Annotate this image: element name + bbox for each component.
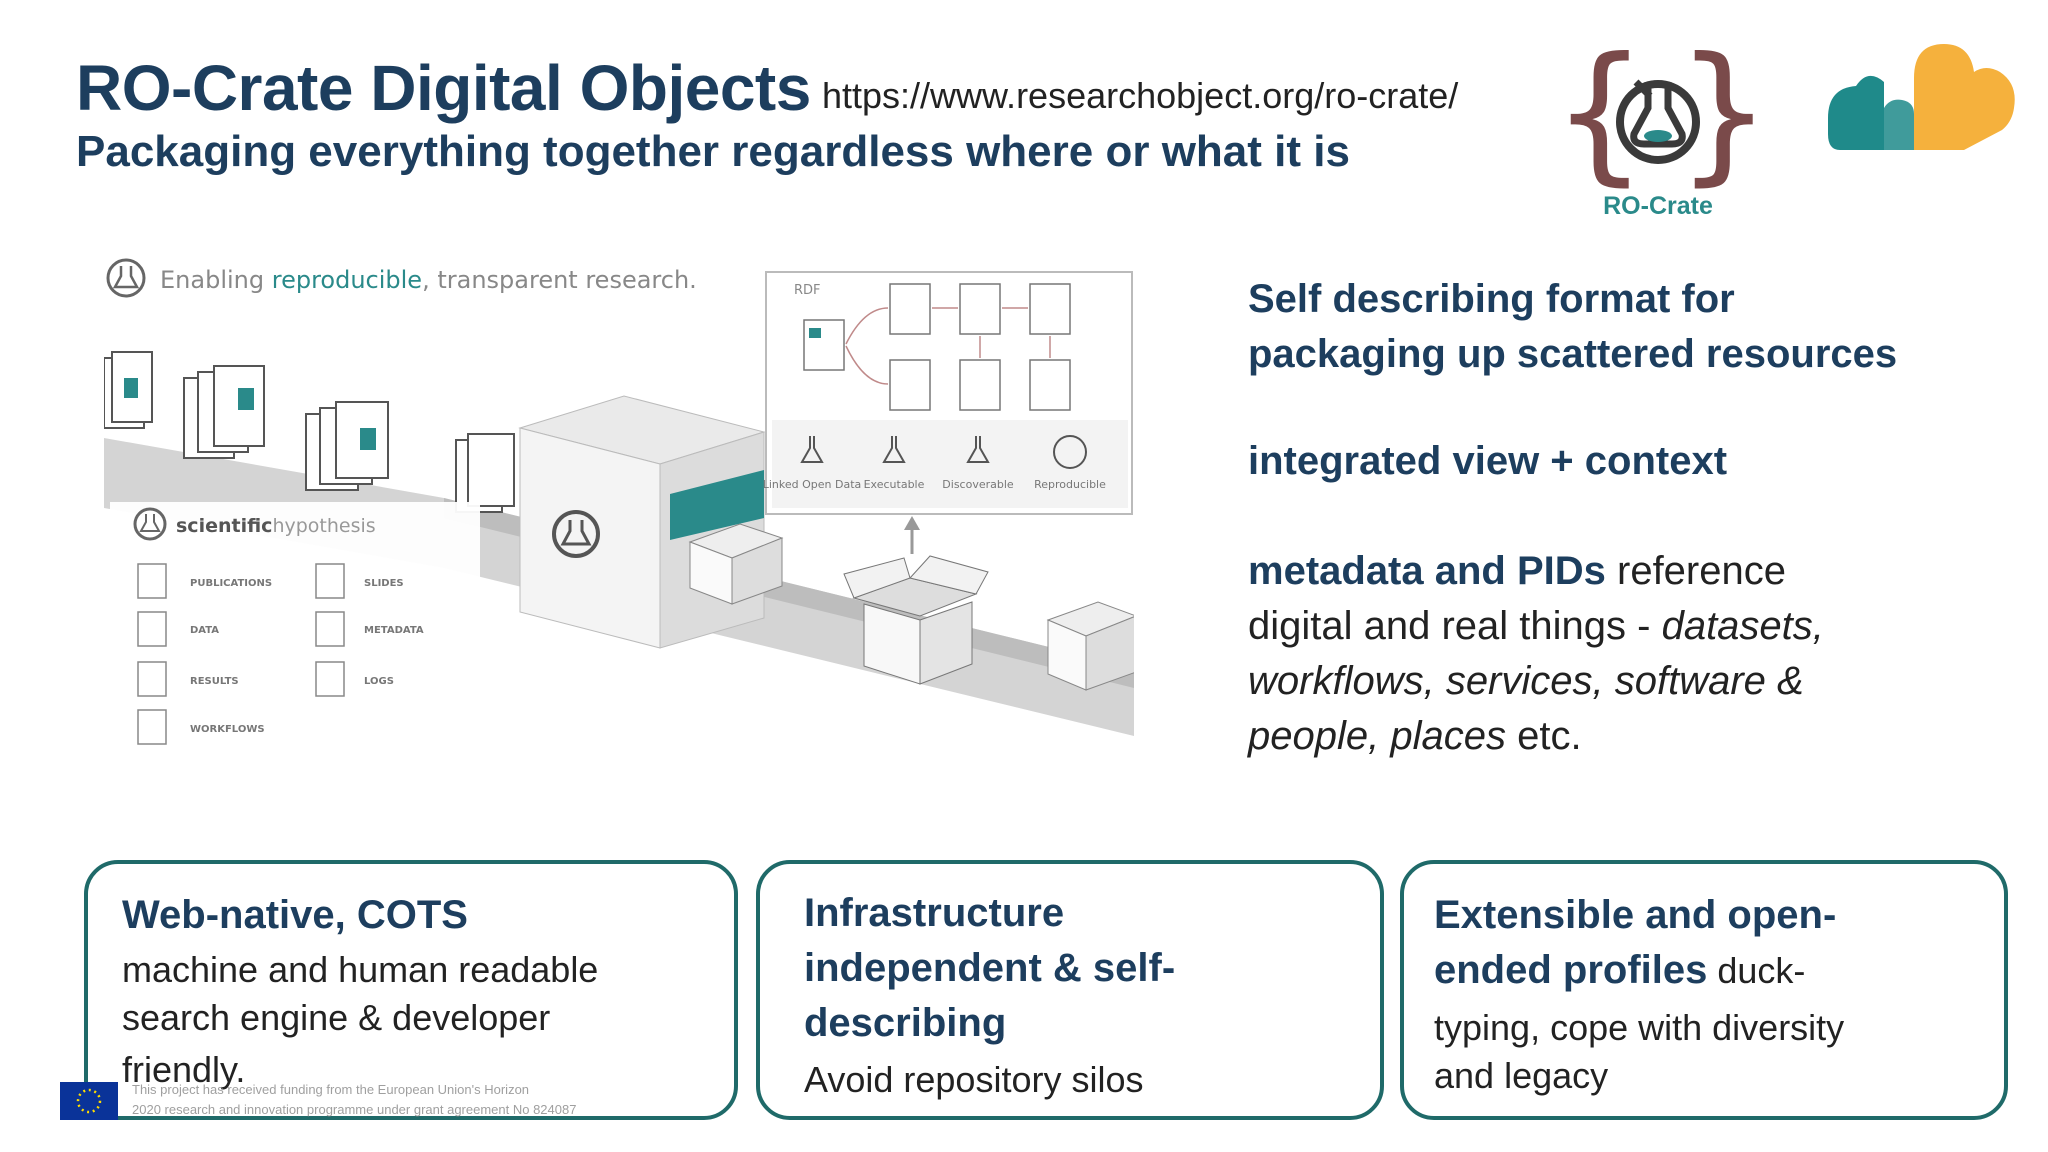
box3-title-line2: ended profiles duck- <box>1434 948 1806 992</box>
slide-subtitle: Packaging everything together regardless… <box>76 127 1350 176</box>
item-logs: LOGS <box>364 676 394 687</box>
left-brace-icon: { <box>1552 36 1647 200</box>
hypothesis-title: scientifichypothesis <box>176 515 376 537</box>
hypothesis-bold: scientific <box>176 515 272 537</box>
rdf-feature-strip <box>772 420 1128 508</box>
item-publications: PUBLICATIONS <box>190 578 272 589</box>
machine-opening <box>670 470 764 540</box>
machine-front <box>519 427 661 649</box>
box1-line3: friendly. <box>122 1049 246 1090</box>
right-brace-icon: } <box>1676 36 1768 200</box>
hypothesis-flask-icon <box>133 507 167 541</box>
illustration-tagline: Enabling reproducible, transparent resea… <box>160 266 697 294</box>
slide-title: RO-Crate Digital Objects <box>76 52 811 124</box>
crate-icon <box>688 523 784 605</box>
box3-title-line1: Extensible and open- <box>1434 893 1837 937</box>
item-slides: SLIDES <box>364 578 404 589</box>
item-data: DATA <box>190 625 219 636</box>
box2-title-line2: independent & self- <box>804 946 1176 990</box>
rdf-label: RDF <box>794 283 821 298</box>
box1-line2: search engine & developer <box>122 997 551 1038</box>
item-results: RESULTS <box>190 676 239 687</box>
document-accent <box>360 428 376 450</box>
machine-flask-icon <box>552 510 600 558</box>
box3-line3: and legacy <box>1434 1055 1609 1096</box>
rdf-links <box>845 307 1051 385</box>
tagline-flask-icon <box>106 258 146 298</box>
rdf-document-icons <box>803 283 1071 411</box>
crate-icon <box>1046 601 1134 691</box>
funding-notice: This project has received funding from t… <box>132 1082 577 1117</box>
ro-crate-logo: { } <box>1552 36 1768 200</box>
eu-flag-icon <box>60 1082 118 1120</box>
extensible-profiles-box: Extensible and open- ended profiles duck… <box>1400 860 2008 1120</box>
infrastructure-box: Infrastructure independent & self- descr… <box>756 860 1384 1120</box>
tagline-suffix: , transparent research. <box>422 266 697 294</box>
ro-crate-illustration: Enabling reproducible, transparent resea… <box>104 258 1134 788</box>
ro-crate-url[interactable]: https://www.researchobject.org/ro-crate/ <box>822 75 1459 116</box>
hypothesis-item-icons <box>137 563 345 745</box>
box2-title-line3: describing <box>804 1001 1007 1045</box>
document-accent <box>238 388 254 410</box>
feature-linked-open-data: Linked Open Data <box>763 478 862 491</box>
tagline-emphasis: reproducible <box>272 266 422 294</box>
document-accent <box>124 378 138 398</box>
hypothesis-rest: hypothesis <box>272 515 375 537</box>
document-stack-icon <box>104 351 515 513</box>
item-metadata: METADATA <box>364 625 424 636</box>
feature-reproducible: Reproducible <box>1034 478 1106 491</box>
ro-crate-logo-label: RO-Crate <box>1603 192 1713 220</box>
box1-line1: machine and human readable <box>122 949 599 990</box>
item-workflows: WORKFLOWS <box>190 724 265 735</box>
box2-body: Avoid repository silos <box>804 1059 1144 1100</box>
box3-line2: typing, cope with diversity <box>1434 1007 1845 1048</box>
box1-title: Web-native, COTS <box>122 893 468 937</box>
box2-title-line1: Infrastructure <box>804 891 1065 935</box>
hypothesis-panel <box>110 502 480 788</box>
integrated-view-text: integrated view + context <box>1248 439 1728 483</box>
rdf-feature-flask-icons <box>800 435 1087 469</box>
tagline-prefix: Enabling <box>160 266 272 294</box>
hearts-cloud-logo <box>1828 44 2015 150</box>
feature-executable: Executable <box>864 478 925 491</box>
open-box-icon <box>843 555 989 685</box>
web-native-box: Web-native, COTS machine and human reada… <box>84 860 738 1120</box>
feature-discoverable: Discoverable <box>942 478 1014 491</box>
flask-icon <box>1616 79 1700 164</box>
